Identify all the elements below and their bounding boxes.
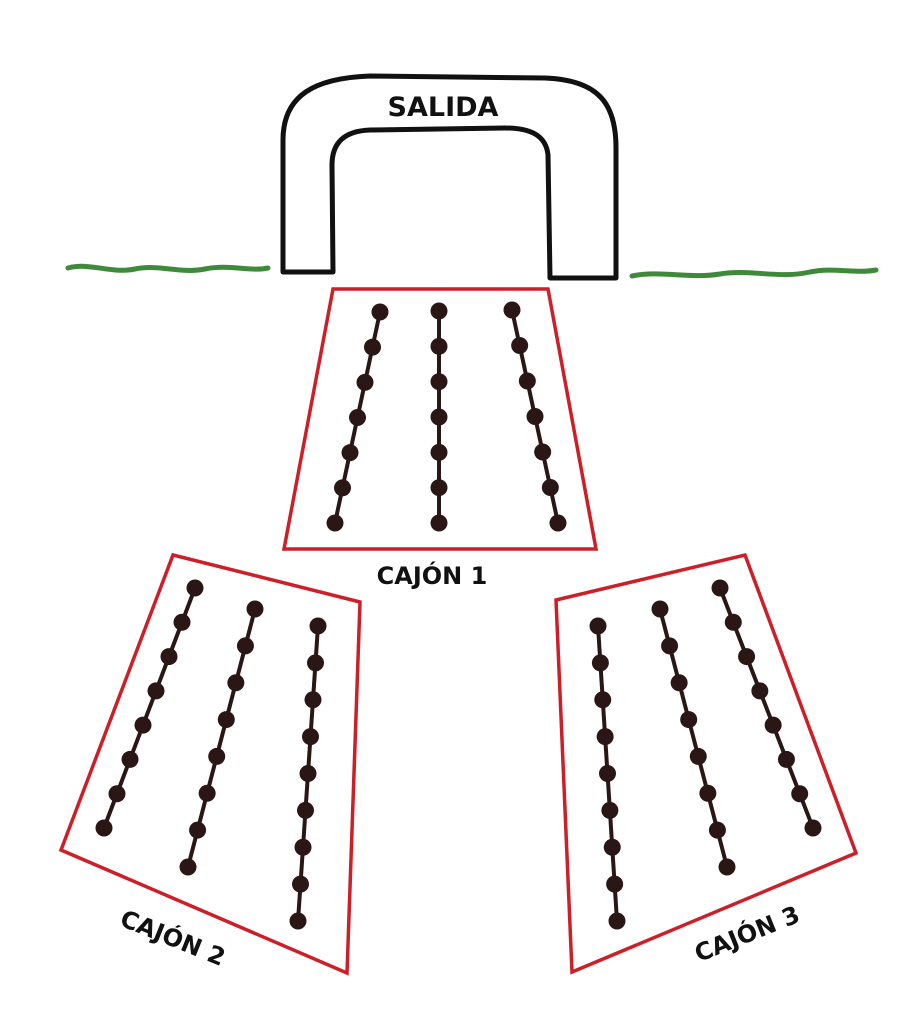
- rider-dot: [430, 302, 448, 320]
- rider-dot: [430, 479, 448, 497]
- exit-arch: [280, 73, 619, 281]
- box-3-border: [554, 552, 859, 975]
- rider-dot: [594, 691, 612, 709]
- rider-dot: [304, 691, 322, 709]
- rider-dot: [189, 821, 207, 839]
- rider-dot: [334, 479, 351, 497]
- rider-dot: [777, 750, 795, 768]
- exit-label: SALIDA: [388, 92, 499, 123]
- rider-dot: [134, 716, 152, 734]
- rider-dot: [738, 648, 756, 666]
- rider-dot: [147, 682, 165, 700]
- rider-dot: [603, 838, 621, 856]
- rider-dot: [503, 301, 521, 319]
- rider-dot: [302, 728, 319, 746]
- rider-dot: [430, 373, 448, 391]
- ground-line-right: [629, 267, 879, 279]
- rider-dot: [289, 912, 307, 930]
- rider-dot: [534, 443, 552, 461]
- rider-dot: [541, 479, 559, 496]
- rider-dot: [430, 337, 448, 355]
- rider-dot: [179, 858, 197, 876]
- rider-dot: [309, 617, 327, 635]
- rider-dot: [518, 372, 536, 390]
- box-1-label: CAJÓN 1: [377, 560, 488, 590]
- box-2-label: CAJÓN 2: [116, 903, 230, 972]
- rider-dot: [661, 637, 679, 655]
- rider-dot: [804, 819, 822, 837]
- rider-dot: [708, 821, 726, 839]
- rider-dot: [591, 654, 609, 672]
- rider-dot: [364, 338, 381, 356]
- rider-dot: [764, 716, 782, 734]
- rider-dot: [198, 784, 216, 802]
- rider-dot: [292, 875, 309, 893]
- rider-dot: [430, 514, 448, 532]
- box-3-rows: [589, 579, 822, 930]
- rider-dot: [791, 785, 809, 803]
- rider-dot: [217, 711, 235, 729]
- rider-dot: [121, 750, 139, 768]
- rider-dot: [236, 637, 254, 655]
- rider-dot: [356, 373, 374, 391]
- rider-dot: [430, 408, 448, 426]
- ground-line-left: [65, 263, 271, 273]
- rider-dot: [430, 443, 448, 461]
- box-1-border: [281, 287, 599, 551]
- box-1-rows: [326, 301, 567, 532]
- rider-dot: [208, 747, 226, 765]
- rider-dot: [751, 682, 769, 700]
- rider-dot: [724, 613, 742, 631]
- rider-dot: [711, 579, 729, 597]
- rider-dot: [606, 875, 624, 893]
- rider-dot: [227, 674, 245, 692]
- rider-dot: [526, 408, 544, 425]
- box-2-rows: [95, 579, 327, 930]
- rider-dot: [599, 765, 616, 782]
- rider-dot: [186, 579, 204, 597]
- rider-dot: [95, 819, 113, 837]
- rider-dot: [160, 648, 178, 666]
- rider-dot: [651, 600, 669, 618]
- rider-dot: [341, 444, 359, 462]
- rider-dot: [326, 514, 344, 532]
- rider-dot: [349, 409, 366, 426]
- rider-dot: [589, 617, 607, 635]
- rider-dot: [371, 303, 389, 321]
- rider-dot: [596, 728, 614, 746]
- rider-dot: [299, 765, 317, 782]
- box-2-border: [58, 552, 362, 976]
- rider-dot: [601, 801, 619, 819]
- rider-dot: [108, 785, 126, 803]
- box-3-label: CAJÓN 3: [690, 899, 804, 968]
- rider-dot: [297, 801, 314, 819]
- rider-dot: [173, 613, 191, 631]
- rider-dot: [307, 654, 324, 672]
- rider-dot: [670, 674, 688, 692]
- rider-dot: [608, 912, 626, 930]
- rider-dot: [699, 784, 717, 802]
- rider-dot: [680, 711, 698, 729]
- rider-dot: [246, 600, 264, 618]
- rider-dot: [294, 838, 312, 856]
- rider-dot: [511, 337, 529, 354]
- rider-dot: [549, 514, 567, 532]
- rider-dot: [689, 747, 707, 765]
- rider-dot: [718, 858, 736, 876]
